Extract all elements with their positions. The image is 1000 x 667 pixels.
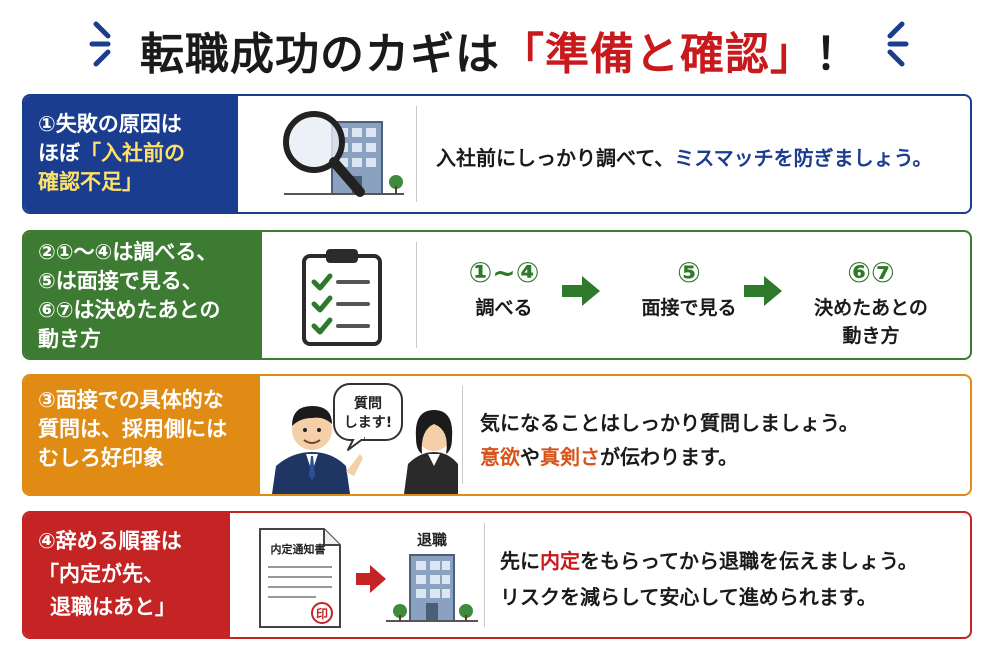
point-text-4: 先に内定をもらってから退職を伝えましょう。 リスクを減らして安心して進められます… xyxy=(500,549,918,609)
point-card-4: ④辞める順番は 「内定が先、 退職はあと」 内定通知書 印 退職 先に内定をもら… xyxy=(22,511,972,639)
header: 転職成功のカギは「準備と確認」！ xyxy=(0,0,1000,86)
sparkle-left-icon xyxy=(89,21,111,67)
point-card-3: ③面接での具体的な 質問は、採用側には むしろ好印象 質問 します! 気になるこ… xyxy=(22,374,972,496)
divider xyxy=(484,523,485,627)
clipboard-checklist-icon xyxy=(302,249,382,346)
divider xyxy=(416,106,417,202)
sparkle-right-icon xyxy=(887,21,909,67)
step-research: ①~④ 調べる xyxy=(468,256,540,319)
arrow-right-icon xyxy=(744,276,782,306)
point-label-1: ①失敗の原因は ほぼ「入社前の 確認不足」 xyxy=(24,96,238,212)
arrow-right-icon xyxy=(356,565,386,593)
point-label-3: ③面接での具体的な 質問は、採用側には むしろ好印象 xyxy=(24,376,260,494)
arrow-right-icon xyxy=(562,276,600,306)
doc-title: 内定通知書 xyxy=(271,542,326,556)
interview-people-illustration: 質問 します! xyxy=(272,383,458,494)
point-text-3: 気になることはしっかり質問しましょう。 意欲や真剣さが伝わります。 xyxy=(480,411,859,469)
divider xyxy=(416,242,417,348)
stamp-icon: 印 xyxy=(316,607,328,621)
speech-bubble-line1: 質問 xyxy=(354,395,382,412)
offer-letter-to-resignation-illustration: 内定通知書 印 退職 xyxy=(259,528,478,628)
divider xyxy=(462,386,463,484)
point-card-2: ②①～④は調べる、 ⑤は面接で見る、 ⑥⑦は決めたあとの 動き方 ①~④ 調べる… xyxy=(22,230,972,360)
point-text-1: 入社前にしっかり調べて、ミスマッチを防ぎましょう。 xyxy=(436,146,933,170)
building-label: 退職 xyxy=(417,531,447,549)
page-title: 転職成功のカギは「準備と確認」！ xyxy=(140,29,860,80)
speech-bubble-line2: します! xyxy=(344,415,392,431)
magnifier-building-icon xyxy=(283,111,404,197)
point-card-1: ①失敗の原因は ほぼ「入社前の 確認不足」 入社前にしっかり調べて、ミスマッチを… xyxy=(22,94,972,214)
point-label-4: ④辞める順番は 「内定が先、 退職はあと」 xyxy=(24,513,230,637)
point-label-2: ②①～④は調べる、 ⑤は面接で見る、 ⑥⑦は決めたあとの 動き方 xyxy=(24,232,262,358)
step-interview: ⑤ 面接で見る xyxy=(641,256,737,319)
step-after-decision: ⑥⑦ 決めたあとの 動き方 xyxy=(814,256,928,347)
